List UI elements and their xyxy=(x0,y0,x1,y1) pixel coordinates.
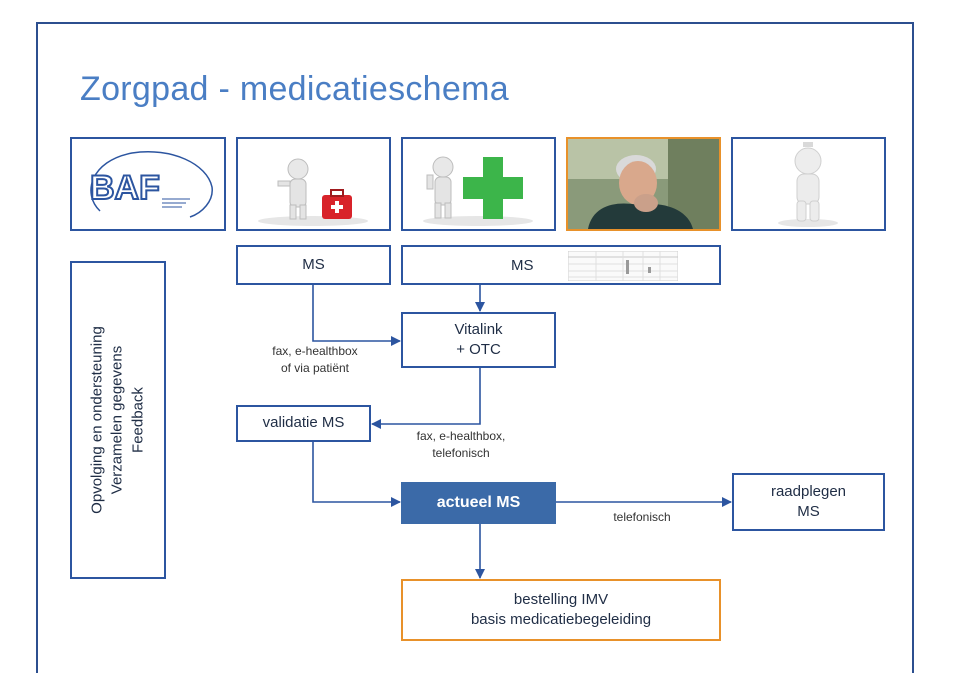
arrow-ms-to-vitalink xyxy=(312,284,401,346)
baf-logo-text: BAF xyxy=(90,169,160,207)
bestelling-box: bestelling IMV basis medicatiebegeleidin… xyxy=(401,579,721,641)
edge-label-fax-via-patient: fax, e-healthbox of via patiënt xyxy=(240,343,390,378)
bestelling-label: bestelling IMV xyxy=(513,590,609,608)
edge-label-fax2-line1: fax, e-healthbox, xyxy=(416,429,506,443)
vitalink-label: Vitalink xyxy=(454,320,503,338)
doctor-box xyxy=(236,137,391,231)
edge-label-telefonisch: telefonisch xyxy=(613,510,671,524)
ms-pharmacist-label: MS xyxy=(511,257,534,274)
edge-label-fax1-line2: of via patiënt xyxy=(280,361,350,376)
actueel-ms-label: actueel MS xyxy=(436,494,521,512)
elderly-patient-photo-box xyxy=(566,137,721,231)
basis-medicatiebegeleiding-label: basis medicatiebegeleiding xyxy=(470,611,652,628)
elderly-patient-photo-icon xyxy=(568,139,719,229)
arrow-vitalink-to-validatie xyxy=(371,368,481,429)
ms-doctor-label: MS xyxy=(302,255,325,273)
pharmacist-with-green-cross-icon xyxy=(423,156,533,226)
patient-figure-box xyxy=(731,137,886,231)
raadplegen-label: raadplegen xyxy=(770,482,847,500)
ms-doctor-box: MS xyxy=(236,245,391,285)
raadplegen-box: raadplegen MS xyxy=(732,473,885,531)
baf-logo-box: BAF xyxy=(70,137,226,231)
medication-schedule-thumbnail-icon xyxy=(568,251,678,281)
actueel-ms-box: actueel MS xyxy=(401,482,556,524)
otc-label: + OTC xyxy=(456,341,501,358)
arrow-validatie-to-actueel xyxy=(312,442,401,507)
patient-figure-icon xyxy=(778,142,838,227)
validatie-label: validatie MS xyxy=(262,414,345,432)
raadplegen-ms-label: MS xyxy=(797,503,820,520)
page-title: Zorgpad - medicatieschema xyxy=(80,70,509,108)
side-panel: Opvolging en ondersteuning Verzamelen ge… xyxy=(70,261,166,579)
baf-logo-icon: BAF xyxy=(89,151,213,218)
edge-label-fax1-line1: fax, e-healthbox xyxy=(272,344,358,358)
doctor-with-medical-bag-icon xyxy=(258,158,368,226)
validatie-box: validatie MS xyxy=(236,405,371,442)
edge-label-fax-telefonisch: fax, e-healthbox, telefonisch xyxy=(396,428,526,463)
vitalink-box: Vitalink + OTC xyxy=(401,312,556,368)
pharmacist-box xyxy=(401,137,556,231)
ms-pharmacist-box: MS xyxy=(401,245,721,285)
edge-label-fax2-line2: telefonisch xyxy=(432,446,490,461)
